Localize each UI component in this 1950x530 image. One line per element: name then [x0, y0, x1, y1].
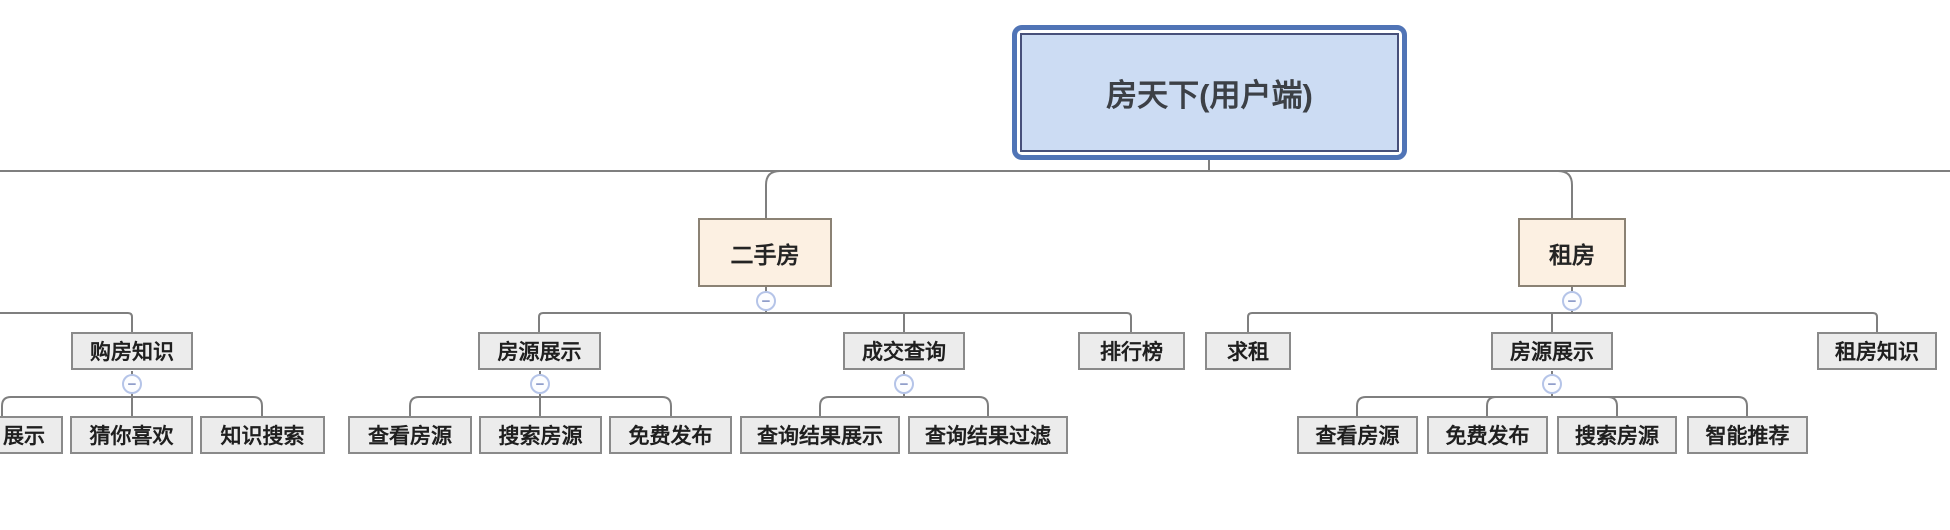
node-label: 搜索房源 [1575, 425, 1659, 448]
connector-to-chaxunjieguoguolv [904, 396, 989, 416]
node-zufang[interactable]: 租房 [1518, 218, 1626, 287]
collapse-toggle-fangyuanzhanshi-ershoufang[interactable]: − [530, 374, 550, 394]
root-node-label: 房天下(用户端) [1106, 78, 1313, 113]
minus-icon: − [1547, 375, 1557, 393]
node-label: 搜索房源 [498, 425, 583, 448]
minus-icon: − [899, 375, 909, 393]
node-label: 房源展示 [497, 341, 582, 364]
node-chakanfangyuan-ershoufang[interactable]: 查看房源 [348, 416, 472, 454]
node-label: 猜你喜欢 [89, 425, 174, 448]
node-chaxunjieguozhanshi[interactable]: 查询结果展示 [740, 416, 900, 454]
connector-to-paihangbang [766, 312, 1132, 332]
node-label: 租房知识 [1835, 341, 1919, 364]
node-label: 查询结果展示 [757, 425, 883, 448]
node-ershoufang[interactable]: 二手房 [698, 218, 832, 287]
node-label: 查看房源 [1315, 425, 1400, 448]
node-label: 购房知识 [90, 341, 174, 364]
collapse-toggle-chengjiaochaxun[interactable]: − [894, 374, 914, 394]
connector-to-qiuzu [1247, 312, 1572, 332]
minus-icon: − [535, 375, 545, 393]
minus-icon: − [1567, 292, 1577, 310]
node-label: 排行榜 [1100, 341, 1163, 364]
connector-to-mianfeifabu2 [1486, 396, 1552, 416]
node-zufangzhishi[interactable]: 租房知识 [1817, 332, 1937, 370]
connector-to-fangyuanzhanshi1 [538, 312, 766, 332]
node-label: 免费发布 [628, 425, 713, 448]
node-label: 智能推荐 [1705, 425, 1790, 448]
node-label: 成交查询 [862, 341, 946, 364]
node-zhishisousuo[interactable]: 知识搜索 [200, 416, 325, 454]
connector-to-mianfeifabu1 [540, 396, 672, 416]
node-label: 展示 [3, 425, 45, 448]
collapse-toggle-ershoufang[interactable]: − [756, 291, 776, 311]
node-root[interactable]: 房天下(用户端) [1012, 25, 1407, 160]
connector-to-sousuofangyuan2 [1552, 396, 1618, 416]
node-fangyuanzhanshi-zufang[interactable]: 房源展示 [1491, 332, 1613, 370]
node-label: 免费发布 [1445, 425, 1530, 448]
connector-to-zufang [1557, 170, 1573, 218]
node-chengjiaochaxun[interactable]: 成交查询 [843, 332, 965, 370]
node-sousuofangyuan-zufang[interactable]: 搜索房源 [1557, 416, 1677, 454]
node-label: 二手房 [730, 241, 800, 268]
node-mianfeifabu-ershoufang[interactable]: 免费发布 [609, 416, 732, 454]
connector-to-chakanfangyuan2 [1356, 396, 1552, 416]
node-qiuzu[interactable]: 求租 [1205, 332, 1291, 370]
node-label: 求租 [1227, 341, 1269, 364]
connector-to-zufangzhishi [1572, 312, 1878, 332]
node-goufangzhishi[interactable]: 购房知识 [71, 332, 193, 370]
minus-icon: − [761, 292, 771, 310]
connector-to-goufangzhishi [0, 312, 133, 332]
node-chakanfangyuan-zufang[interactable]: 查看房源 [1297, 416, 1418, 454]
node-sousuofangyuan-ershoufang[interactable]: 搜索房源 [479, 416, 602, 454]
connector-to-zhinengtuijian [1552, 396, 1748, 416]
node-zhanshi-partial[interactable]: 展示 [0, 416, 63, 454]
node-chaxunjieguoguolv[interactable]: 查询结果过滤 [908, 416, 1068, 454]
node-zhinengtuijian[interactable]: 智能推荐 [1687, 416, 1808, 454]
node-fangyuanzhanshi-ershoufang[interactable]: 房源展示 [478, 332, 601, 370]
node-label: 知识搜索 [220, 425, 305, 448]
root-node-body: 房天下(用户端) [1020, 33, 1399, 152]
connector-to-chaxunjieguozhanshi [819, 396, 904, 416]
node-cainixihuan[interactable]: 猜你喜欢 [70, 416, 193, 454]
node-label: 租房 [1549, 241, 1595, 268]
minus-icon: − [127, 375, 137, 393]
node-paihangbang[interactable]: 排行榜 [1078, 332, 1185, 370]
connector-to-zhanshi-partial [1, 396, 132, 416]
collapse-toggle-goufangzhishi[interactable]: − [122, 374, 142, 394]
node-mianfeifabu-zufang[interactable]: 免费发布 [1427, 416, 1548, 454]
collapse-toggle-zufang[interactable]: − [1562, 291, 1582, 311]
node-label: 查询结果过滤 [925, 425, 1051, 448]
connector-to-chakanfangyuan1 [409, 396, 540, 416]
node-label: 查看房源 [368, 425, 452, 448]
connector-to-ershoufang [765, 170, 781, 218]
connector-to-zhishisousuo [132, 396, 263, 416]
collapse-toggle-fangyuanzhanshi-zufang[interactable]: − [1542, 374, 1562, 394]
node-label: 房源展示 [1510, 341, 1594, 364]
